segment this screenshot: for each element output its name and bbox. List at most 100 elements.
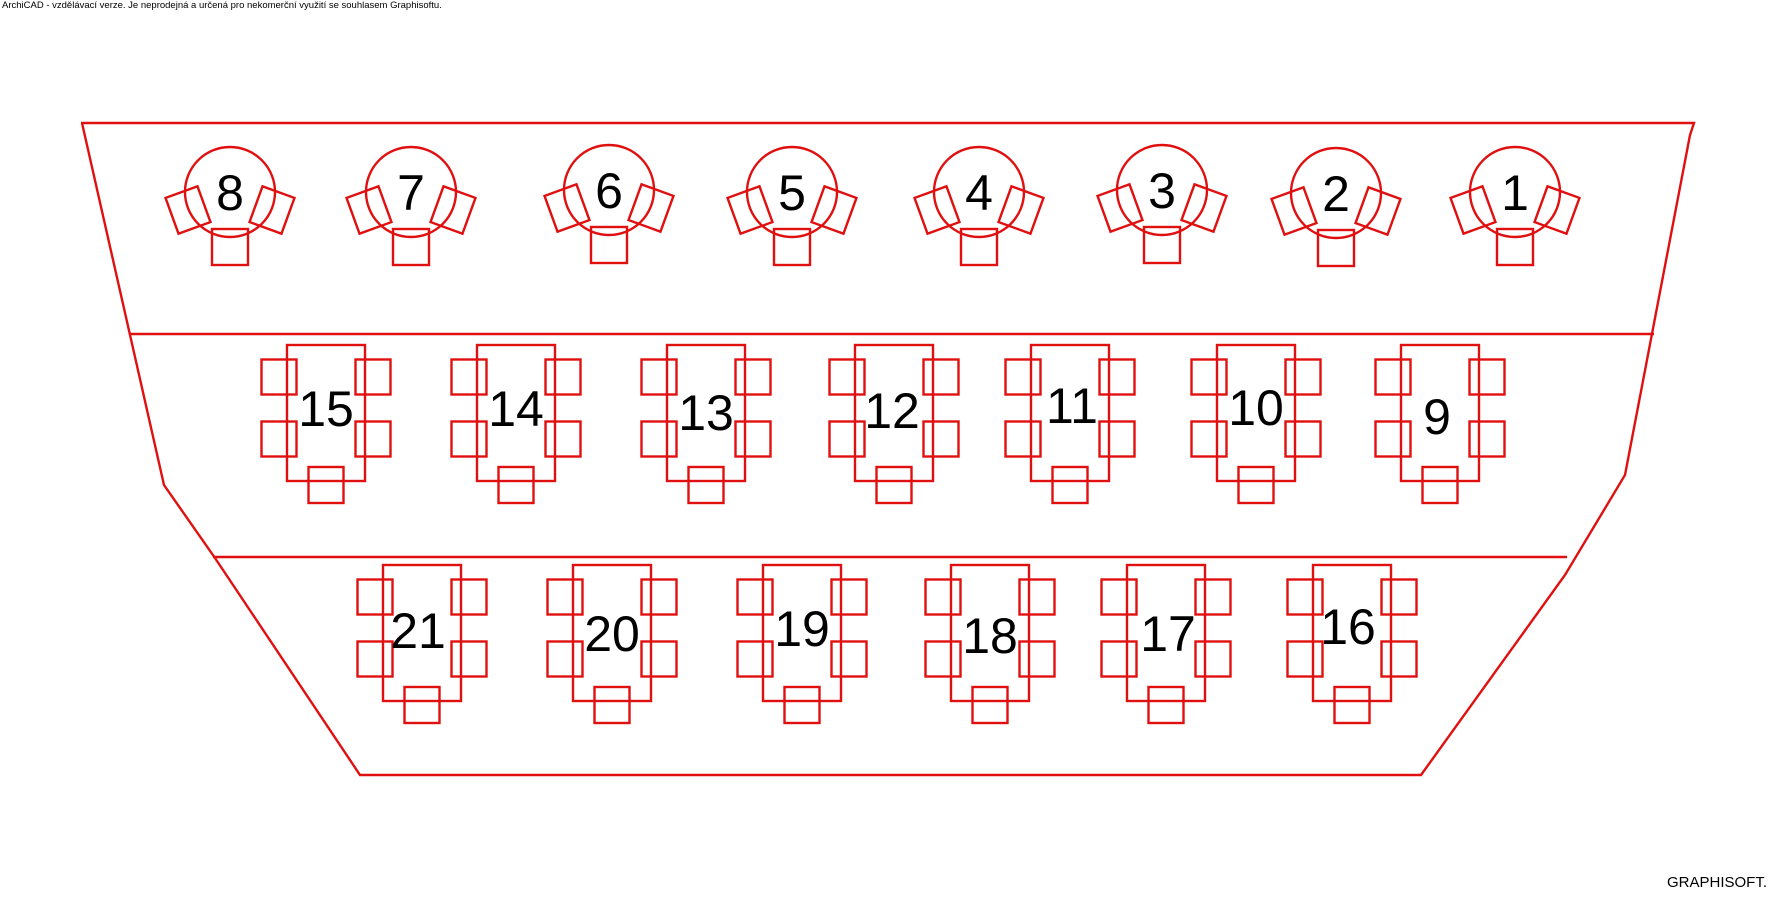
round-table-3: 3 — [1095, 143, 1229, 265]
chair — [830, 640, 868, 678]
table-number: 11 — [1046, 378, 1098, 434]
chair — [1284, 358, 1322, 396]
rect-table-top — [761, 563, 843, 703]
chair — [1051, 465, 1089, 505]
round-table-2: 2 — [1269, 146, 1403, 268]
chair — [736, 578, 774, 616]
chair — [687, 465, 725, 505]
rect-table-19: 19 — [736, 563, 868, 725]
chair — [1284, 420, 1322, 458]
rect-table-top — [1215, 343, 1297, 483]
chair — [1004, 420, 1042, 458]
rect-table-top — [1311, 563, 1393, 703]
chair — [546, 578, 584, 616]
table-number: 13 — [678, 385, 734, 441]
rect-table-17: 17 — [1100, 563, 1232, 725]
chair — [497, 465, 535, 505]
table-number: 6 — [595, 163, 623, 219]
chair — [640, 358, 678, 396]
rect-table-top — [949, 563, 1031, 703]
table-number: 18 — [962, 608, 1018, 664]
rect-table-15: 15 — [260, 343, 392, 505]
chair — [1286, 640, 1324, 678]
table-number: 10 — [1228, 380, 1284, 436]
chair — [1532, 184, 1582, 236]
outer-wall — [80, 121, 1696, 777]
table-number: 20 — [584, 606, 640, 662]
chair — [1098, 420, 1136, 458]
chair — [640, 578, 678, 616]
chair — [924, 640, 962, 678]
chair — [1468, 420, 1506, 458]
round-table-6: 6 — [542, 143, 676, 265]
disclaimer-text: ArchiCAD - vzdělávací verze. Je neprodej… — [2, 0, 442, 11]
round-table-1: 1 — [1448, 145, 1582, 267]
rect-table-top — [1029, 343, 1111, 483]
round-table-7: 7 — [344, 145, 478, 267]
chair — [922, 420, 960, 458]
rect-table-16: 16 — [1286, 563, 1418, 725]
rect-table-top — [475, 343, 557, 483]
chair — [1194, 578, 1232, 616]
chair — [1269, 185, 1319, 237]
rect-table-top — [1125, 563, 1207, 703]
chair — [640, 420, 678, 458]
table-number: 19 — [774, 601, 830, 657]
chair — [828, 358, 866, 396]
rect-table-9: 9 — [1374, 343, 1506, 505]
table-number: 17 — [1140, 606, 1196, 662]
rect-table-10: 10 — [1190, 343, 1322, 505]
rect-table-top — [285, 343, 367, 483]
chair — [1237, 465, 1275, 505]
chair — [260, 358, 298, 396]
chair — [1018, 640, 1056, 678]
chair — [356, 640, 394, 678]
rect-table-13: 13 — [640, 343, 772, 505]
table-number: 5 — [778, 165, 806, 221]
chair — [922, 358, 960, 396]
chair — [356, 578, 394, 616]
chair — [546, 640, 584, 678]
chair — [1380, 578, 1418, 616]
chair — [428, 184, 478, 236]
chair — [734, 420, 772, 458]
chair — [1100, 640, 1138, 678]
chair — [1142, 225, 1182, 265]
chair — [1018, 578, 1056, 616]
table-number: 1 — [1501, 165, 1529, 221]
chair — [1468, 358, 1506, 396]
rect-table-top — [665, 343, 747, 483]
chair — [830, 578, 868, 616]
chair — [450, 578, 488, 616]
chair — [828, 420, 866, 458]
chair — [725, 184, 775, 236]
chair — [736, 640, 774, 678]
chair — [1380, 640, 1418, 678]
chair — [450, 640, 488, 678]
chair — [1316, 228, 1356, 268]
chair — [1421, 465, 1459, 505]
chair — [912, 184, 962, 236]
chair — [1147, 685, 1185, 725]
chair — [247, 184, 297, 236]
chair — [1353, 185, 1403, 237]
chair — [1004, 358, 1042, 396]
chair — [875, 465, 913, 505]
rect-table-14: 14 — [450, 343, 582, 505]
chair — [450, 420, 488, 458]
chair — [924, 578, 962, 616]
rect-table-top — [571, 563, 653, 703]
table-number: 7 — [397, 165, 425, 221]
chair — [593, 685, 631, 725]
chair — [734, 358, 772, 396]
chair — [1495, 227, 1535, 267]
chair — [1448, 184, 1498, 236]
chair — [163, 184, 213, 236]
rect-table-top — [853, 343, 935, 483]
rect-table-21: 21 — [356, 563, 488, 725]
rect-table-18: 18 — [924, 563, 1056, 725]
round-table-4: 4 — [912, 145, 1046, 267]
chair — [1194, 640, 1232, 678]
round-table-8: 8 — [163, 145, 297, 267]
round-table-5: 5 — [725, 145, 859, 267]
